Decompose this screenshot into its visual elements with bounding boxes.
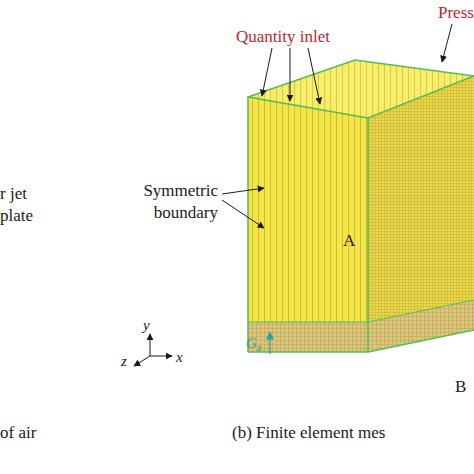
face-label: A [343,230,355,252]
boundary-label: Symmetric boundary [128,180,218,224]
right-face [368,76,474,322]
edge-line [367,118,369,352]
axis-arrow [134,356,150,366]
gravity-label: G [246,332,257,354]
axis-label: y [143,314,150,336]
front-face [248,97,368,322]
axis-arrow [150,356,172,357]
gravity-arrow [269,332,270,354]
axis-label: z [121,350,127,372]
edge-line [248,76,474,352]
leader-arrow [262,48,272,96]
leader-arrow [442,24,452,62]
boundary-label: Press [438,2,474,24]
leader-arrow [222,188,264,194]
cropped-text: of air [0,422,36,444]
front-band [248,322,368,352]
cropped-text: r jet [0,183,27,205]
figure-caption: (b) Finite element mes [232,422,385,444]
boundary-label: Quantity inlet [236,26,330,48]
leader-arrow [308,48,320,104]
axis-label: x [176,346,183,368]
edge-line [248,330,474,352]
axis-arrow [150,334,151,356]
gravity-subscript: z [257,340,261,354]
edge-line [248,60,474,97]
cropped-text: plate [0,205,33,227]
leader-arrow [290,48,291,101]
edge-line [248,300,474,322]
right-band [368,300,474,352]
face-label: B [455,376,466,398]
leader-arrow [222,200,264,228]
